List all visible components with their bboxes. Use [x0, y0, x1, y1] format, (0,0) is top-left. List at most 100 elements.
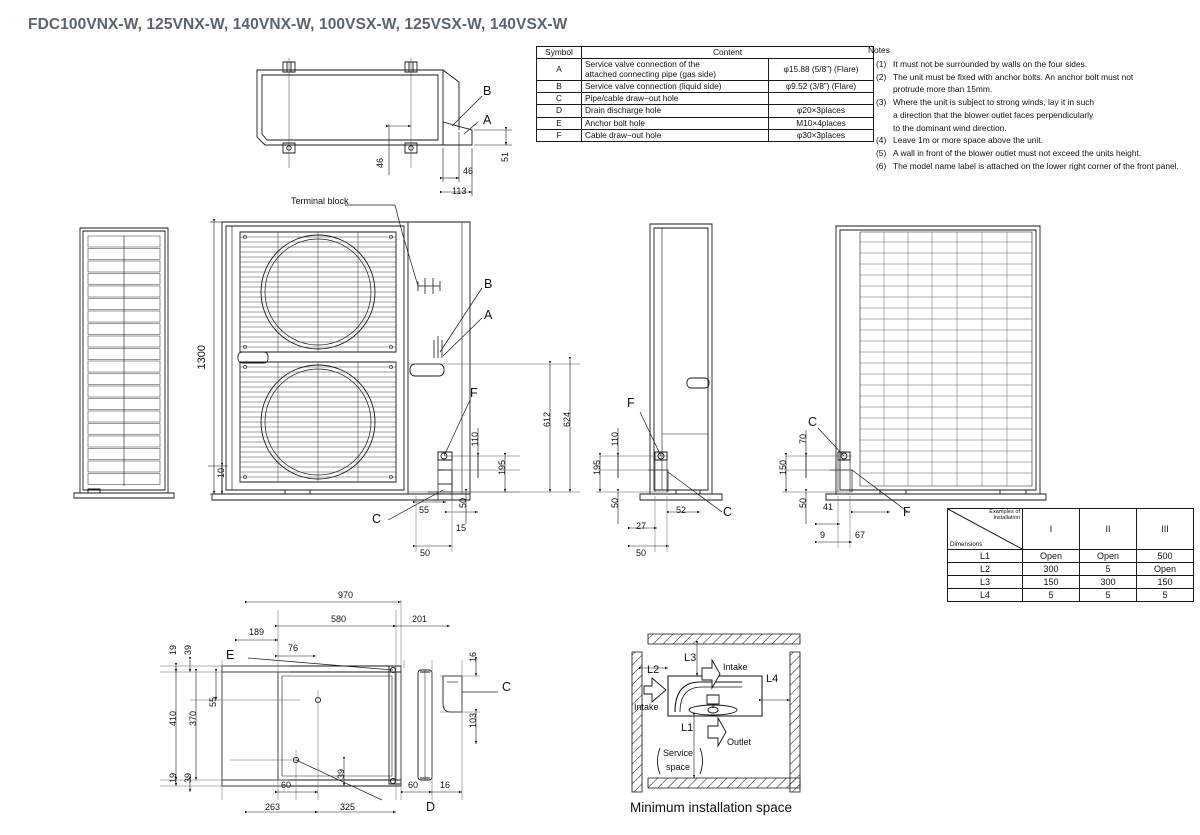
- label-l2: L2: [647, 664, 660, 676]
- dim-52-side: 52: [676, 505, 687, 515]
- dim-16-a: 16: [468, 652, 478, 663]
- note-text: Where the unit is subject to strong wind…: [893, 97, 1095, 108]
- table-row: B Service valve connection (liquid side)…: [536, 79, 874, 94]
- dim-39-c: 39: [336, 769, 346, 780]
- table-row: A Service valve connection of the attach…: [536, 58, 874, 81]
- dim-16-b: 16: [440, 780, 451, 790]
- rear-view-geometry: [782, 226, 1046, 548]
- dim-195-side: 195: [592, 460, 602, 476]
- table-row: L3 150 300 150: [947, 575, 1194, 589]
- dim-60-b: 60: [408, 780, 419, 790]
- dim-51: 51: [500, 152, 510, 163]
- dim-10: 10: [216, 468, 226, 479]
- dim-50-rear: 50: [798, 498, 808, 509]
- note-text-cont: a direction that the blower outlet faces…: [893, 109, 1094, 120]
- min-install-space-geometry: [632, 634, 800, 792]
- dim-19-a: 19: [168, 645, 178, 656]
- dim-370: 370: [188, 711, 198, 727]
- dim-150-rear: 150: [778, 460, 788, 476]
- table-row: L1 Open Open 500: [947, 549, 1194, 563]
- dim-103: 103: [468, 713, 478, 729]
- diagonal-divider-icon: [948, 509, 1022, 549]
- dim-195-front: 195: [497, 460, 507, 476]
- note-number: (5): [876, 148, 887, 159]
- table-header-row: Examples of installation Dimensions I II…: [947, 508, 1194, 550]
- label-intake-left: Intake: [634, 702, 659, 712]
- dim-113: 113: [452, 186, 467, 196]
- dim-970: 970: [338, 590, 354, 600]
- callout-c-rear-view: C: [808, 415, 818, 429]
- callout-f-side-view: F: [627, 396, 635, 410]
- callout-f-rear-view: F: [903, 505, 911, 519]
- note-number: (1): [876, 58, 887, 69]
- left-side-view-geometry: [74, 228, 174, 498]
- note-text-cont: protrude more than 15mm.: [893, 84, 993, 95]
- dim-110-side: 110: [610, 432, 620, 447]
- note-item: (4) Leave 1m or more space above the uni…: [876, 134, 1198, 147]
- dim-9-rear: 9: [820, 530, 826, 540]
- callout-d-bottom-view: D: [426, 800, 436, 814]
- dim-612: 612: [542, 412, 552, 428]
- header-col-I: I: [1022, 508, 1080, 550]
- notes-heading: Notes: [868, 45, 890, 55]
- header-corner-cell: Examples of installation Dimensions: [947, 508, 1023, 550]
- dim-1300: 1300: [196, 345, 208, 370]
- min-install-caption: Minimum installation space: [630, 800, 793, 815]
- header-dimensions-label: Dimensions: [950, 541, 983, 548]
- notes-block: Notes (1) It must not be surrounded by w…: [868, 44, 1198, 173]
- installation-examples-table: Examples of installation Dimensions I II…: [947, 508, 1194, 602]
- symbol-legend-table: Symbol Content A Service valve connectio…: [536, 45, 874, 143]
- dim-27-side: 27: [636, 521, 647, 531]
- dim-410: 410: [168, 711, 178, 727]
- callout-a-front-view: A: [484, 308, 493, 322]
- label-intake-top: Intake: [723, 662, 748, 672]
- dim-55-front: 55: [419, 505, 430, 515]
- dim-189: 189: [249, 627, 265, 637]
- table-header-row: Symbol Content: [536, 45, 874, 60]
- header-examples-label: Examples of installation: [989, 509, 1020, 521]
- note-item: (3) Where the unit is subject to strong …: [876, 96, 1198, 109]
- note-item: (6) The model name label is attached on …: [876, 160, 1198, 173]
- label-service-space-2: space: [666, 762, 691, 772]
- dim-60-a: 60: [281, 780, 292, 790]
- note-text-cont: to the dominant wind direction.: [893, 122, 1007, 133]
- table-row: E Anchor bolt hole M10×4places: [536, 116, 874, 130]
- note-number: (2): [876, 71, 887, 82]
- note-item: (1) It must not be surrounded by walls o…: [876, 58, 1198, 71]
- content-line: Service valve connection of the: [585, 59, 700, 70]
- top-view-geometry: [257, 58, 512, 196]
- callout-c-front-view: C: [372, 512, 382, 526]
- terminal-block-label: Terminal block: [291, 196, 349, 206]
- note-text: A wall in front of the blower outlet mus…: [893, 148, 1142, 159]
- callout-b-top-view: B: [483, 84, 492, 98]
- dim-263: 263: [265, 802, 281, 812]
- label-l1: L1: [681, 722, 694, 734]
- dim-15-front: 15: [456, 523, 467, 533]
- note-number: (4): [876, 135, 887, 146]
- label-l4: L4: [766, 673, 779, 685]
- callout-b-front-view: B: [484, 277, 493, 291]
- dim-50-front-a: 50: [458, 498, 468, 509]
- dim-46-vertical: 46: [375, 158, 385, 169]
- note-text: It must not be surrounded by walls on th…: [893, 58, 1088, 69]
- cell-value: 5: [1136, 588, 1194, 602]
- dim-19-b: 19: [168, 773, 178, 784]
- dim-325: 325: [340, 802, 356, 812]
- header-col-II: II: [1079, 508, 1137, 550]
- dim-76: 76: [288, 643, 299, 653]
- note-item: (5) A wall in front of the blower outlet…: [876, 147, 1198, 160]
- content-line: attached connecting pipe (gas side): [585, 68, 716, 79]
- table-row: L4 5 5 5: [947, 588, 1194, 602]
- note-text: The model name label is attached on the …: [893, 160, 1179, 171]
- dim-50-side-a: 50: [610, 498, 620, 509]
- dim-70-rear: 70: [798, 434, 808, 445]
- dim-67-rear: 67: [855, 530, 866, 540]
- note-item: (2) The unit must be fixed with anchor b…: [876, 71, 1198, 84]
- table-row: L2 300 5 Open: [947, 562, 1194, 576]
- table-row: C Pipe/cable draw−out hole: [536, 92, 874, 106]
- callout-c-bottom-view: C: [502, 680, 512, 694]
- dim-46-horizontal: 46: [463, 166, 474, 176]
- header-content: Content: [581, 45, 874, 60]
- label-outlet: Outlet: [727, 737, 752, 747]
